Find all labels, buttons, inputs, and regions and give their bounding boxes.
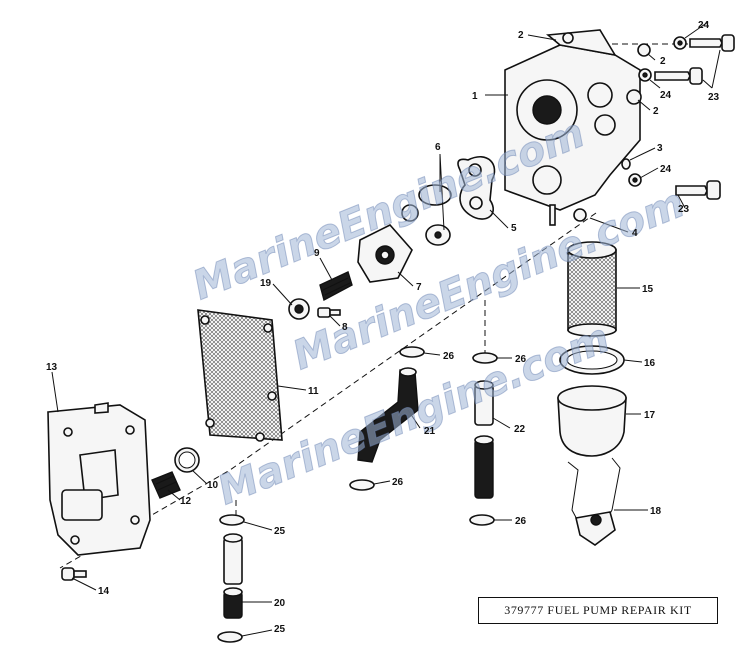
callout-leader-lines — [51, 21, 721, 637]
callout-16: 16 — [644, 358, 656, 369]
repair-kit-caption: 379777 FUEL PUMP REPAIR KIT — [478, 597, 718, 624]
callout-26b: 26 — [515, 354, 527, 365]
o-ring-part-10 — [174, 447, 200, 473]
callout-26d: 26 — [515, 516, 527, 527]
hose-part-20 — [223, 533, 243, 619]
screw-part-8 — [317, 307, 341, 318]
callout-5: 5 — [511, 223, 517, 234]
bowl-retainer-part-18 — [567, 457, 621, 546]
filter-element-part-15 — [567, 241, 617, 337]
callout-13: 13 — [46, 362, 58, 373]
screw-part-14 — [61, 567, 87, 581]
callout-2c: 2 — [653, 106, 659, 117]
plugs-part-2 — [626, 43, 651, 105]
callout-24c: 24 — [660, 164, 672, 175]
filter-bowl-part-17 — [557, 385, 627, 457]
callout-14: 14 — [98, 586, 110, 597]
callout-19: 19 — [260, 278, 272, 289]
callout-22: 22 — [514, 424, 526, 435]
clamps-part-25 — [217, 514, 245, 643]
pump-body-part-1 — [504, 29, 641, 226]
callout-25b: 25 — [274, 624, 286, 635]
callout-23b: 23 — [678, 204, 690, 215]
callout-4: 4 — [632, 228, 638, 239]
callout-11: 11 — [308, 386, 319, 397]
callout-26c: 26 — [392, 477, 404, 488]
callout-8: 8 — [342, 322, 348, 333]
hose-part-22 — [474, 380, 494, 499]
callout-1: 1 — [472, 91, 478, 102]
callout-18: 18 — [650, 506, 662, 517]
callout-6: 6 — [435, 142, 441, 153]
repair-kit-caption-text: 379777 FUEL PUMP REPAIR KIT — [504, 603, 692, 617]
plug-part-4 — [573, 208, 587, 222]
spring-part-12 — [151, 471, 181, 499]
callout-20: 20 — [274, 598, 286, 609]
washer-part-3 — [621, 158, 631, 170]
pump-cover-part-13 — [47, 402, 151, 556]
callout-2a: 2 — [518, 30, 524, 41]
callout-25a: 25 — [274, 526, 286, 537]
callout-9: 9 — [314, 248, 320, 259]
gasket-part-16 — [559, 345, 625, 375]
callout-23a: 23 — [708, 92, 720, 103]
callout-labels: 1 2 2 2 3 4 5 6 7 8 9 10 11 12 13 14 15 … — [46, 20, 720, 635]
clamps-part-26 — [349, 346, 498, 526]
check-valves-part-6 — [401, 184, 452, 246]
callout-21: 21 — [424, 426, 436, 437]
diaphragm-part-11 — [197, 309, 283, 442]
callout-12: 12 — [180, 496, 192, 507]
callout-26a: 26 — [443, 351, 455, 362]
callout-2b: 2 — [660, 56, 666, 67]
gasket-part-5 — [457, 156, 496, 220]
callout-7: 7 — [416, 282, 422, 293]
hose-elbow-part-21 — [357, 367, 419, 463]
callout-3: 3 — [657, 143, 663, 154]
callout-15: 15 — [642, 284, 654, 295]
washers-part-24 — [628, 36, 687, 187]
callout-10: 10 — [207, 480, 219, 491]
spring-part-9 — [319, 271, 353, 302]
seat-part-19 — [288, 298, 310, 320]
callout-17: 17 — [644, 410, 656, 421]
callout-24b: 24 — [660, 90, 672, 101]
screws-part-23 — [654, 34, 735, 200]
retainer-part-7 — [357, 224, 413, 283]
callout-24a: 24 — [698, 20, 710, 31]
